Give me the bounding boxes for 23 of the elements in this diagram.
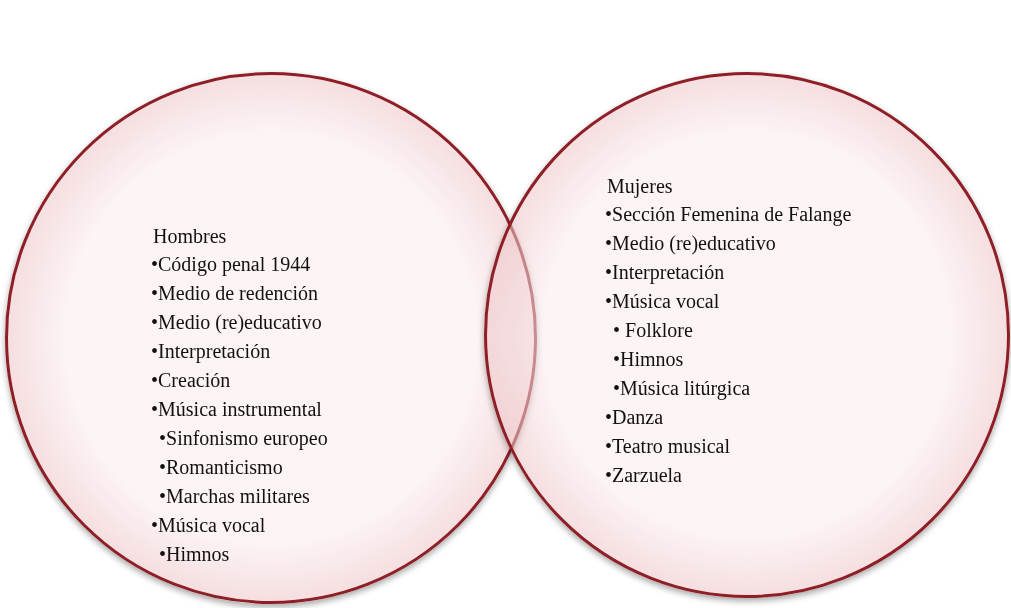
list-item: •Música vocal — [605, 290, 720, 313]
list-item: •Zarzuela — [605, 464, 682, 487]
list-item: •Himnos — [159, 543, 230, 566]
list-item: •Medio de redención — [151, 282, 318, 305]
list-item: •Interpretación — [151, 340, 271, 363]
list-item: •Sección Femenina de Falange — [605, 203, 852, 226]
list-item: •Danza — [605, 406, 664, 429]
list-item: •Teatro musical — [605, 435, 730, 458]
list-item: •Romanticismo — [159, 456, 283, 479]
set-heading: Mujeres — [607, 175, 673, 198]
list-item: •Sinfonismo europeo — [159, 427, 328, 450]
set-heading: Hombres — [153, 225, 227, 248]
list-item: •Himnos — [613, 348, 684, 371]
list-item: •Marchas militares — [159, 485, 310, 508]
list-item: •Música litúrgica — [613, 377, 751, 400]
list-item: •Medio (re)educativo — [151, 311, 322, 334]
list-item: • Folklore — [613, 319, 693, 342]
list-item: •Creación — [151, 369, 231, 392]
list-item: •Interpretación — [605, 261, 725, 284]
list-item: •Música vocal — [151, 514, 266, 537]
list-item: •Medio (re)educativo — [605, 232, 776, 255]
list-item: •Código penal 1944 — [151, 253, 311, 276]
list-item: •Música instrumental — [151, 398, 322, 421]
